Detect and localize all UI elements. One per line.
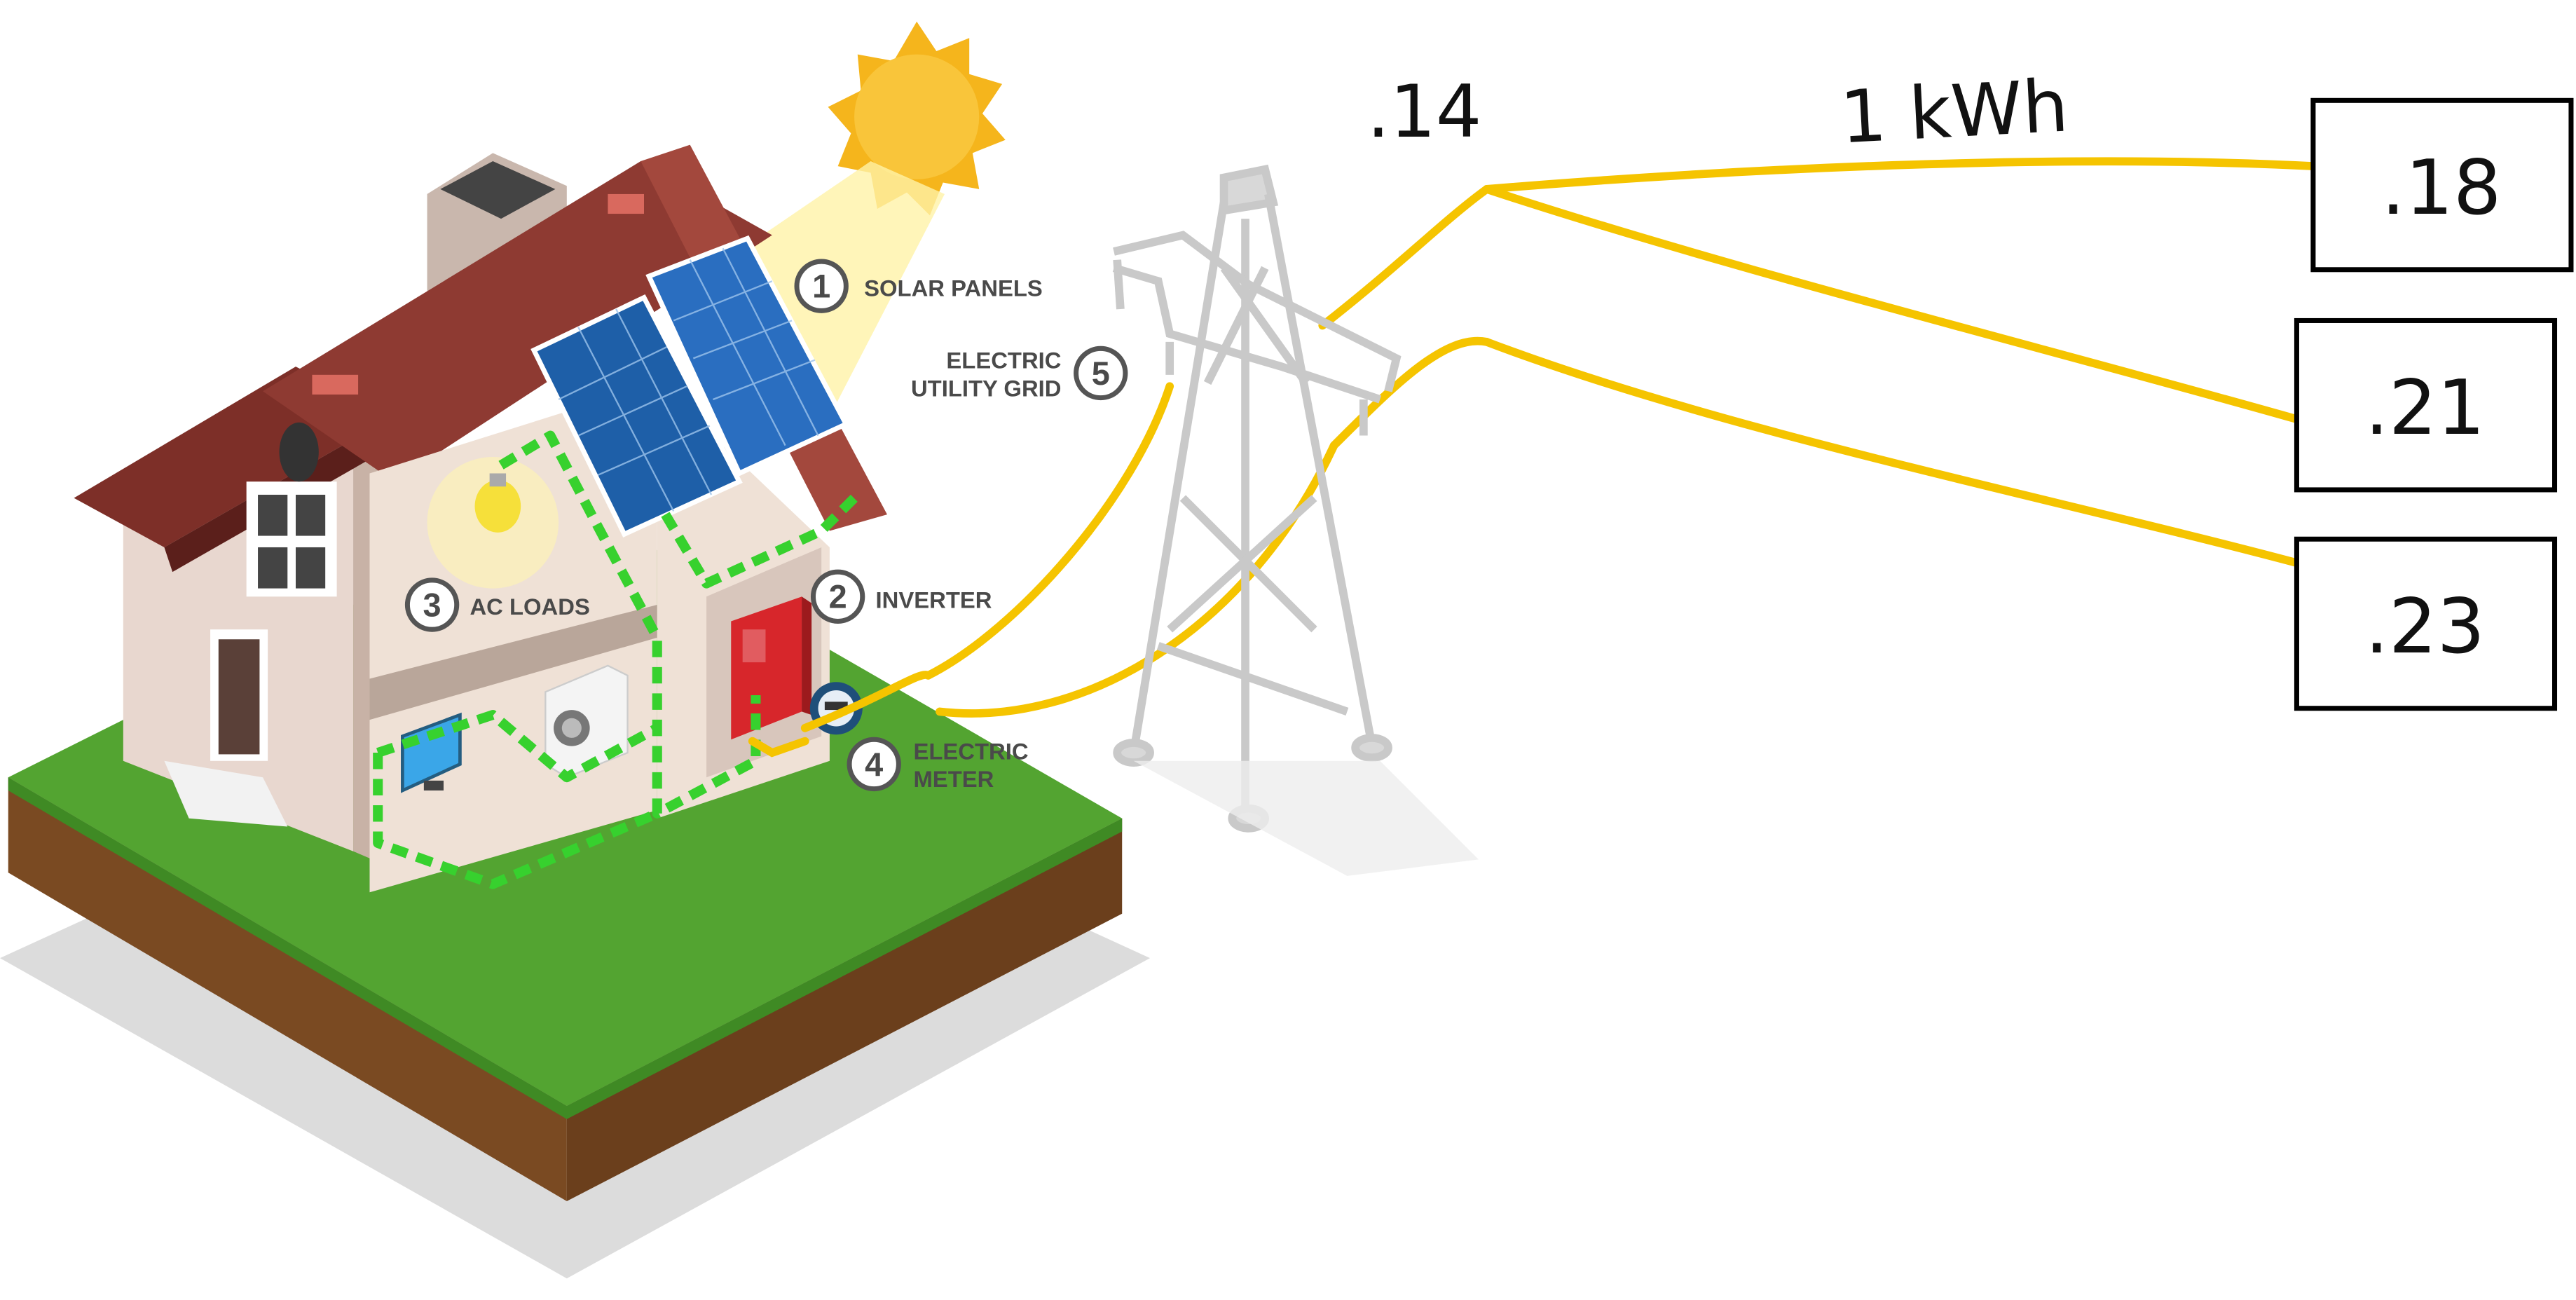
component-3-label: AC LOADS [470, 594, 589, 620]
price-value: .18 [2381, 144, 2501, 232]
badge-number-circle [1074, 345, 1128, 401]
grid-wires [748, 157, 2317, 758]
component-4-number: 4 [865, 746, 883, 783]
grid-price-label: .14 [1367, 70, 1482, 154]
component-2-number: 2 [829, 579, 847, 615]
component-solar-panels: 1 SOLAR PANELS [794, 259, 1043, 313]
soil-right [566, 818, 1123, 1202]
component-1-label: SOLAR PANELS [864, 275, 1043, 301]
component-1-number: 1 [812, 268, 830, 305]
price-value: .21 [2365, 364, 2485, 452]
component-5-label-line1: ELECTRIC [946, 347, 1061, 373]
component-2-label: INVERTER [876, 587, 992, 613]
inverter [731, 596, 812, 740]
component-5-number: 5 [1092, 355, 1110, 392]
price-box-2: .21 [2294, 317, 2558, 493]
tv-icon [401, 712, 462, 793]
component-utility-grid: 5 ELECTRIC UTILITY GRID [911, 345, 1128, 401]
ac-circuit [373, 430, 858, 889]
soil-left [8, 777, 567, 1202]
component-ac-loads: 3 AC LOADS [404, 577, 590, 632]
component-3-number: 3 [423, 587, 441, 623]
solar-panels [530, 235, 850, 538]
component-4-label-line1: ELECTRIC [913, 738, 1028, 764]
power-tower-icon [1112, 164, 1402, 833]
tower-shadow [1133, 760, 1479, 876]
badge-number-circle [794, 259, 849, 313]
price-value: .23 [2365, 583, 2485, 671]
component-electric-meter: 4 ELECTRIC METER [847, 737, 1029, 792]
component-5-label-line2: UTILITY GRID [911, 375, 1062, 401]
badge-number-circle [810, 569, 865, 624]
energy-unit-label: 1 kWh [1838, 64, 2070, 160]
light-bulb-icon [427, 457, 559, 589]
washing-machine-icon [544, 664, 629, 779]
badge-number-circle [847, 737, 901, 792]
price-box-1: .18 [2310, 97, 2574, 273]
component-inverter: 2 INVERTER [810, 569, 992, 624]
badge-number-circle [404, 577, 460, 632]
price-box-3: .23 [2294, 536, 2558, 711]
component-4-label-line2: METER [913, 766, 994, 792]
